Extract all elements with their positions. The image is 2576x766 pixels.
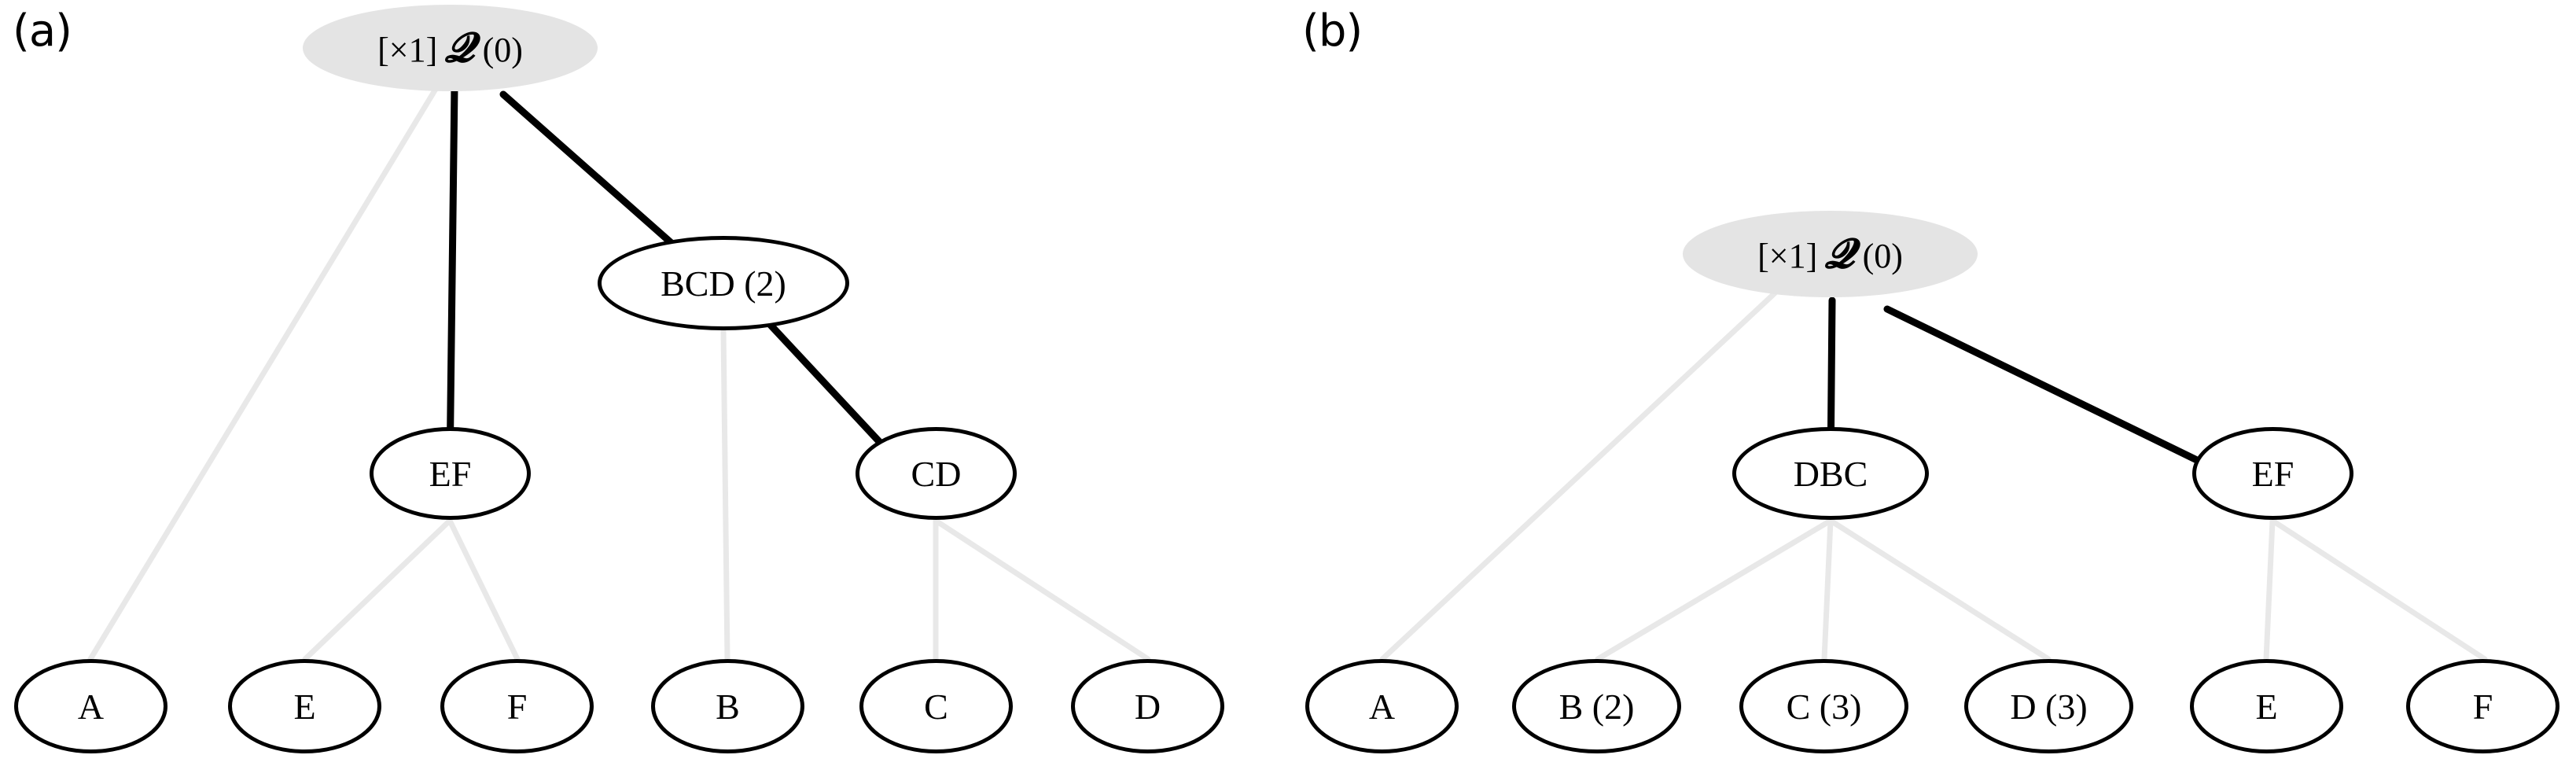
edge-EF-to-E — [302, 517, 453, 662]
panel-b-node-dbc[interactable]: DBC — [1732, 427, 1929, 520]
edge-BCD-to-B — [720, 327, 730, 662]
panel-a-leaf-a-label: A — [77, 686, 105, 727]
edge-EF-to-F — [447, 517, 521, 662]
edge-root-to-EF — [446, 83, 458, 476]
panel-b-node-ef[interactable]: EF — [2192, 427, 2353, 520]
panel-b-leaf-a[interactable]: A — [1305, 659, 1459, 753]
panel-a-node-ef[interactable]: EF — [370, 427, 531, 520]
panel-a-leaf-c-label: C — [924, 686, 948, 727]
panel-b-leaf-d-label: D (3) — [2010, 686, 2088, 727]
root-multiplicity-prefix: [×1] — [377, 31, 438, 69]
panel-b-leaf-b-label: B (2) — [1558, 686, 1635, 727]
edge-BCD-to-CD — [763, 317, 900, 464]
panel-b-leaf-a-label: A — [1368, 686, 1396, 727]
panel-a-inactive-edges — [87, 83, 1151, 662]
panel-a-leaf-b[interactable]: B — [651, 659, 804, 753]
panel-a-leaf-d[interactable]: D — [1071, 659, 1224, 753]
edge-root-to-A — [87, 83, 440, 662]
root-multiplicity-prefix: [×1] — [1757, 237, 1818, 275]
edge-DBC-to-D — [1827, 517, 2052, 662]
edge-DBC-to-B — [1595, 517, 1834, 662]
edge-CD-to-D — [933, 517, 1151, 662]
edge-root-to-A — [1379, 288, 1780, 662]
panel-a-leaf-d-label: D — [1134, 686, 1161, 727]
panel-b-node-ef-label: EF — [2251, 453, 2294, 494]
panel-a-leaf-f-label: F — [506, 686, 528, 727]
panel-a-leaf-a[interactable]: A — [14, 659, 167, 753]
panel-a-leaf-e[interactable]: E — [228, 659, 381, 753]
panel-a-leaf-e-label: E — [293, 686, 316, 727]
panel-b-leaf-d[interactable]: D (3) — [1964, 659, 2133, 753]
panel-a-leaf-c[interactable]: C — [859, 659, 1013, 753]
root-order-suffix: (0) — [482, 31, 523, 69]
panel-b-node-dbc-label: DBC — [1793, 453, 1868, 494]
script-x-symbol: 𝓠 — [1825, 230, 1855, 278]
panel-a-root-node[interactable]: [×1] 𝓠 (0) — [303, 5, 598, 91]
panel-b-leaf-f-label: F — [2472, 686, 2493, 727]
panel-a-node-cd[interactable]: CD — [856, 427, 1017, 520]
script-x-symbol: 𝓠 — [445, 24, 475, 72]
panel-a-leaf-f[interactable]: F — [440, 659, 594, 753]
panel-b-label: (b) — [1302, 6, 1363, 57]
panel-b-root-node[interactable]: [×1] 𝓠 (0) — [1683, 211, 1978, 297]
edge-EF-to-E — [2263, 517, 2276, 662]
edge-EF-to-F — [2269, 517, 2488, 662]
panel-b-leaf-b[interactable]: B (2) — [1512, 659, 1681, 753]
panel-a-node-bcd[interactable]: BCD (2) — [598, 236, 849, 330]
panel-b-leaf-c-label: C (3) — [1786, 686, 1862, 727]
panel-a-label: (a) — [13, 6, 72, 57]
panel-a-root-label: [×1] 𝓠 (0) — [377, 24, 523, 72]
edge-root-to-BCD — [499, 90, 676, 248]
panel-a-leaf-b-label: B — [716, 686, 740, 727]
panel-b-leaf-f[interactable]: F — [2406, 659, 2559, 753]
panel-a-node-ef-label: EF — [429, 453, 472, 494]
panel-b-leaf-c[interactable]: C (3) — [1739, 659, 1908, 753]
panel-b-leaf-e-label: E — [2255, 686, 2278, 727]
panel-a-node-cd-label: CD — [911, 453, 962, 494]
root-order-suffix: (0) — [1862, 237, 1903, 275]
panel-b-root-label: [×1] 𝓠 (0) — [1757, 230, 1903, 278]
panel-b-leaf-e[interactable]: E — [2190, 659, 2343, 753]
edge-DBC-to-C — [1821, 517, 1834, 662]
edge-root-to-EF — [1883, 305, 2206, 466]
panel-a-node-bcd-label: BCD (2) — [661, 263, 786, 304]
